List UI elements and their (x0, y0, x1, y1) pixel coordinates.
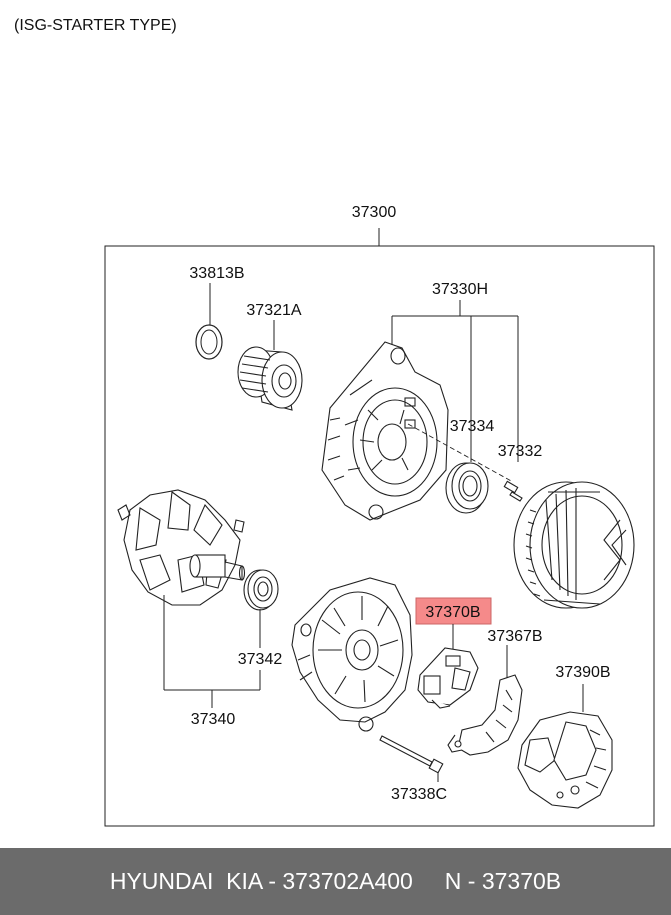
rear-bolt-illustration (379, 735, 444, 774)
diagram-subtitle: (ISG-STARTER TYPE) (14, 17, 177, 34)
rear-bracket-illustration (291, 577, 413, 732)
label-rear-bolt: 37338C (391, 786, 447, 803)
label-rotor: 37340 (191, 711, 236, 728)
rotor-bearing-illustration (243, 569, 279, 611)
label-front-bearing: 37334 (450, 418, 495, 435)
pulley-illustration (237, 346, 303, 411)
rotor-illustration (117, 489, 246, 606)
label-rotor-bearing: 37342 (238, 651, 283, 668)
brush-holder-highlight (415, 597, 492, 625)
label-assembly: 37300 (352, 204, 397, 221)
label-pulley: 37321A (246, 302, 301, 319)
label-front-bracket: 37330H (432, 281, 488, 298)
front-screw-illustration (503, 480, 523, 502)
label-brush-holder: 37370B (425, 604, 480, 621)
leader-front-bracket-dashed (407, 423, 514, 483)
front-bracket-illustration (321, 341, 449, 521)
label-rear-cover: 37390B (555, 664, 610, 681)
part-number-footer: HYUNDAI KIA - 373702A400 N - 37370B (0, 848, 671, 915)
leader-rotor-group (163, 595, 261, 708)
stator-illustration (513, 481, 635, 609)
label-front-screw: 37332 (498, 443, 543, 460)
label-regulator: 37367B (487, 628, 542, 645)
leader-front-bracket-group (391, 300, 519, 462)
regulator-illustration (447, 674, 523, 756)
bearing-cover-ring-illustration (195, 324, 223, 360)
front-bearing-illustration (445, 462, 489, 514)
brush-holder-illustration (417, 647, 479, 709)
parts-diagram: 37300 33813B 37321A 37330H 37334 37332 3… (104, 204, 655, 827)
label-bearing-cover: 33813B (189, 265, 244, 282)
rear-cover-illustration (517, 711, 613, 809)
